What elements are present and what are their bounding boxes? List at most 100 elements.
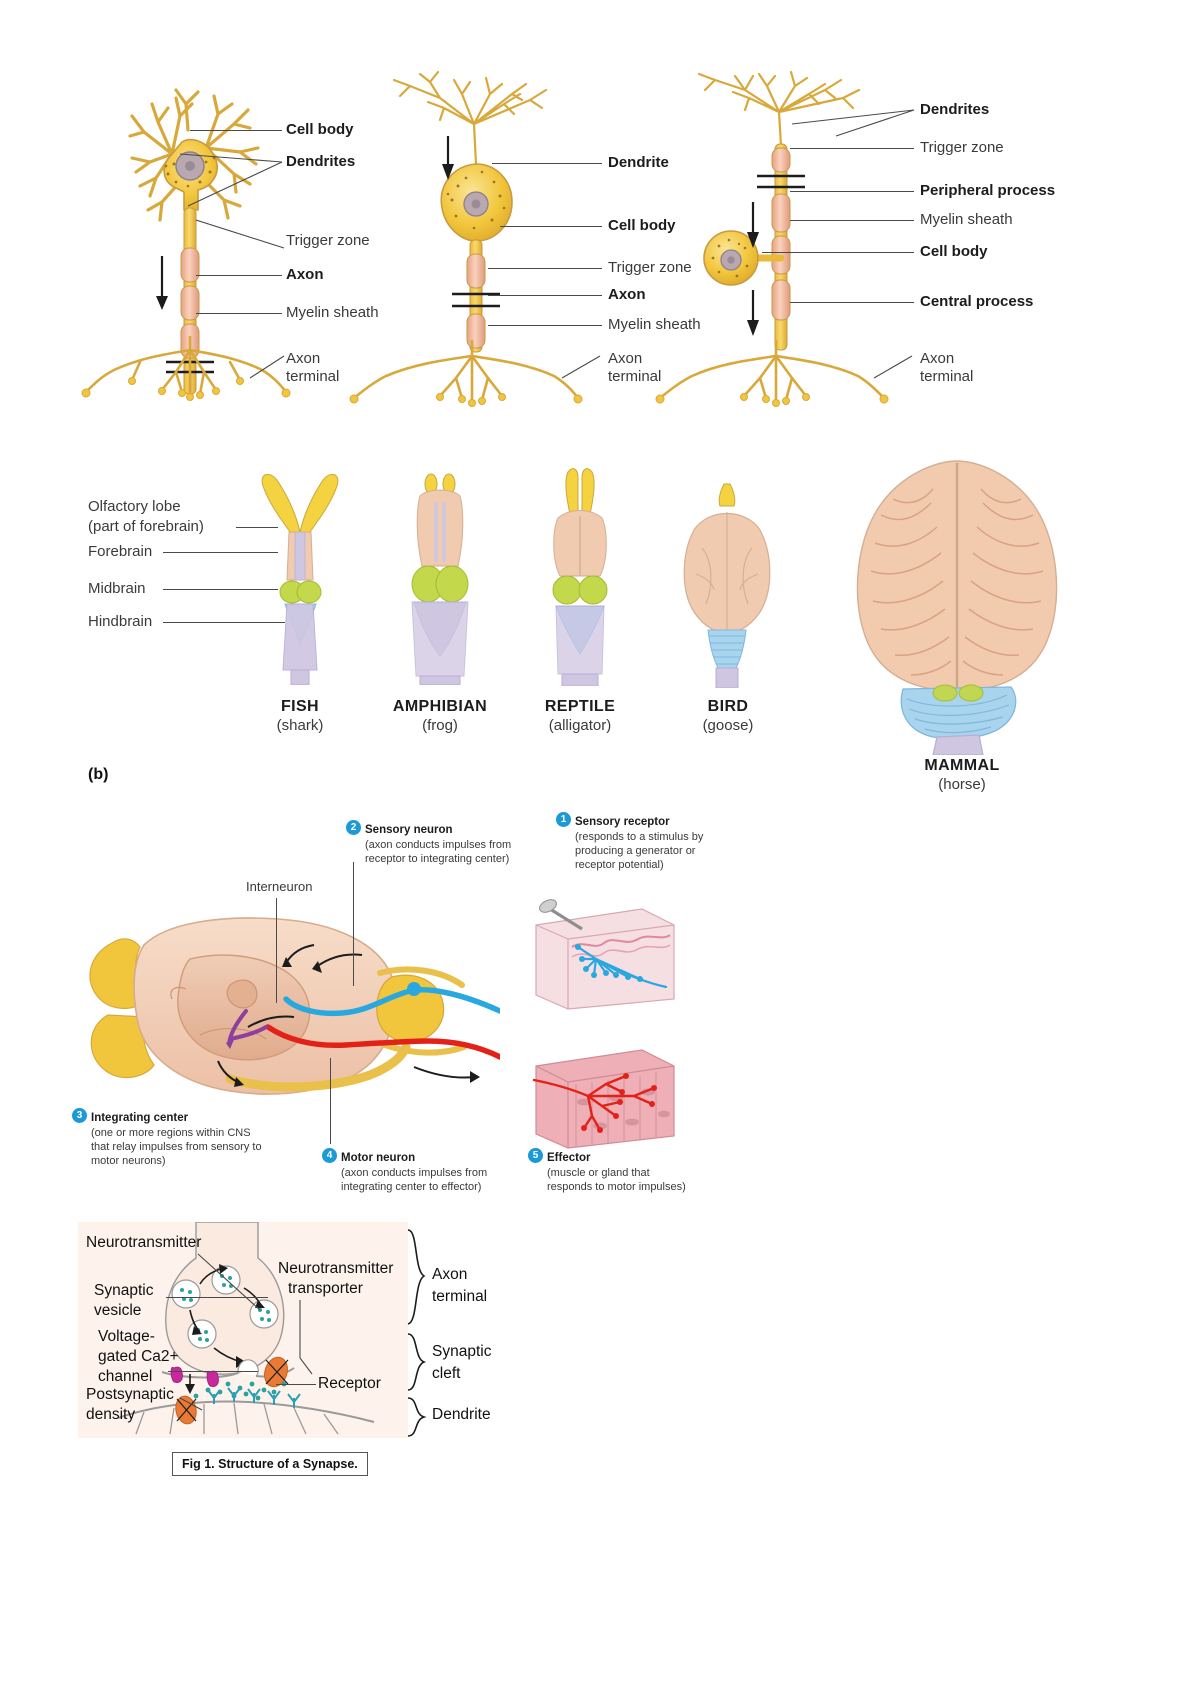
leader-voltage-gated-channel xyxy=(168,1371,258,1372)
brain-drawing-reptile xyxy=(530,466,630,691)
leader-myelin-c xyxy=(790,220,914,221)
brace-synaptic-cleft xyxy=(407,1333,426,1391)
callout-number-4: 4 xyxy=(322,1148,337,1163)
muscle-effector-drawing xyxy=(530,1040,680,1155)
brain-common-reptile: (alligator) xyxy=(548,717,612,734)
leader-cell-body-a xyxy=(190,130,282,131)
leader-interneuron xyxy=(276,898,277,1003)
leader-myelin-b xyxy=(488,325,602,326)
label-interneuron: Interneuron xyxy=(246,879,313,894)
label-voltage-gated-line1: Voltage- xyxy=(98,1328,155,1345)
label-dendrite-syn: Dendrite xyxy=(432,1406,491,1423)
callout-body-sensory-receptor: (responds to a stimulus by producing a g… xyxy=(575,831,704,871)
leader-receptor xyxy=(276,1384,316,1385)
label-midbrain: Midbrain xyxy=(88,580,146,597)
callout-number-5: 5 xyxy=(528,1148,543,1163)
callout-title-sensory-neuron: Sensory neuron xyxy=(365,824,453,836)
leader-synaptic-vesicle xyxy=(166,1297,268,1298)
leader-central-process-c xyxy=(790,302,914,303)
label-trigger-zone-b: Trigger zone xyxy=(608,259,692,276)
bipolar-axon-terminal-arbor xyxy=(340,338,590,417)
label-axon-b: Axon xyxy=(608,286,646,303)
label-postsynaptic-density-line1: Postsynaptic xyxy=(86,1386,174,1403)
label-receptor: Receptor xyxy=(318,1375,381,1392)
label-axon-terminal-b-line2: terminal xyxy=(608,368,662,385)
panel-letter-b: (b) xyxy=(88,766,109,783)
brain-drawing-bird xyxy=(672,478,782,693)
brace-dendrite xyxy=(407,1397,426,1437)
brain-caption-bird: BIRD (goose) xyxy=(660,697,796,736)
callout-effector: 5 Effector (muscle or gland that responds … xyxy=(528,1148,708,1195)
multipolar-axon-terminal-arbor xyxy=(70,334,300,411)
label-cell-body-c: Cell body xyxy=(920,243,988,260)
leader-dendrites-c xyxy=(791,109,915,137)
label-central-process-c: Central process xyxy=(920,293,1034,310)
leader-axon-terminal-c xyxy=(873,355,913,379)
leader-cell-body-c xyxy=(762,252,914,253)
leader-olfactory-lobe xyxy=(236,527,278,528)
label-dendrite-b: Dendrite xyxy=(608,154,669,171)
label-axon-terminal-c-line1: Axon xyxy=(920,350,955,367)
figure-caption-text: Fig 1. Structure of a Synapse. xyxy=(172,1452,368,1476)
label-axon-terminal-a-line1: Axon xyxy=(286,350,321,367)
brain-common-fish: (shark) xyxy=(276,717,324,734)
label-olfactory-lobe-line2: (part of forebrain) xyxy=(88,518,204,535)
callout-title-integrating-center: Integrating center xyxy=(91,1112,189,1124)
leader-postsynaptic-density xyxy=(180,1397,203,1411)
label-postsynaptic-density-line2: density xyxy=(86,1406,136,1423)
label-dendrites-a: Dendrites xyxy=(286,153,356,170)
leader-axon-terminal-b xyxy=(561,355,601,379)
leader-neurotransmitter xyxy=(197,1253,261,1311)
callout-body-integrating-center: (one or more regions within CNS that rel… xyxy=(91,1127,262,1167)
callout-title-motor-neuron: Motor neuron xyxy=(341,1152,416,1164)
leader-peripheral-process-c xyxy=(790,191,914,192)
label-forebrain: Forebrain xyxy=(88,543,153,560)
label-axon-terminal-b-line1: Axon xyxy=(608,350,643,367)
label-axon-terminal-c-line2: terminal xyxy=(920,368,974,385)
label-myelin-sheath-a: Myelin sheath xyxy=(286,304,379,321)
label-axon-terminal-syn-line1: Axon xyxy=(432,1266,468,1283)
label-myelin-sheath-b: Myelin sheath xyxy=(608,316,701,333)
unipolar-axon-terminal-arbor xyxy=(650,338,900,417)
callout-number-1: 1 xyxy=(556,812,571,827)
callout-number-3: 3 xyxy=(72,1108,87,1123)
label-synaptic-vesicle-line2: vesicle xyxy=(94,1302,142,1319)
leader-nt-transporter xyxy=(299,1300,313,1375)
callout-body-sensory-neuron: (axon conducts impulses from receptor to… xyxy=(365,839,512,865)
leader-midbrain xyxy=(163,589,278,590)
brain-common-mammal: (horse) xyxy=(938,776,986,793)
label-olfactory-lobe-line1: Olfactory lobe xyxy=(88,498,181,515)
label-trigger-zone-a: Trigger zone xyxy=(286,232,370,249)
callout-body-motor-neuron: (axon conducts impulses from integrating… xyxy=(341,1167,488,1193)
leader-trigger-zone-c xyxy=(790,148,914,149)
brain-caption-mammal: MAMMAL (horse) xyxy=(888,756,1036,795)
brain-drawing-fish xyxy=(255,470,345,690)
leader-trigger-zone-a xyxy=(196,219,285,249)
callout-body-effector: (muscle or gland that responds to motor … xyxy=(547,1167,686,1193)
leader-hindbrain xyxy=(163,622,285,623)
brain-species-mammal: MAMMAL xyxy=(924,757,1000,774)
label-cell-body-b: Cell body xyxy=(608,217,676,234)
bipolar-neuron-drawing xyxy=(370,68,590,358)
callout-motor-neuron: 4 Motor neuron (axon conducts impulses fro… xyxy=(322,1148,532,1195)
label-voltage-gated-line2: gated Ca2+ xyxy=(98,1348,179,1365)
brain-species-reptile: REPTILE xyxy=(544,698,616,715)
leader-axon-terminal-a xyxy=(249,355,285,379)
label-neurotransmitter: Neurotransmitter xyxy=(86,1234,202,1251)
leader-dendrite-b xyxy=(492,163,602,164)
label-nt-transporter-line1: Neurotransmitter xyxy=(278,1260,394,1277)
brain-species-bird: BIRD xyxy=(707,698,749,715)
leader-cell-body-b xyxy=(500,226,602,227)
label-cell-body-a: Cell body xyxy=(286,121,354,138)
callout-integrating-center: 3 Integrating center (one or more regions … xyxy=(72,1108,282,1168)
brain-caption-fish: FISH (shark) xyxy=(232,697,368,736)
label-trigger-zone-c: Trigger zone xyxy=(920,139,1004,156)
skin-receptor-drawing xyxy=(530,895,680,1015)
callout-title-effector: Effector xyxy=(547,1152,591,1164)
brace-axon-terminal xyxy=(407,1229,426,1325)
brain-species-fish: FISH xyxy=(280,698,320,715)
leader-callout-sensory-neuron xyxy=(353,862,354,986)
brain-common-bird: (goose) xyxy=(702,717,754,734)
label-synaptic-cleft-line2: cleft xyxy=(432,1365,461,1382)
